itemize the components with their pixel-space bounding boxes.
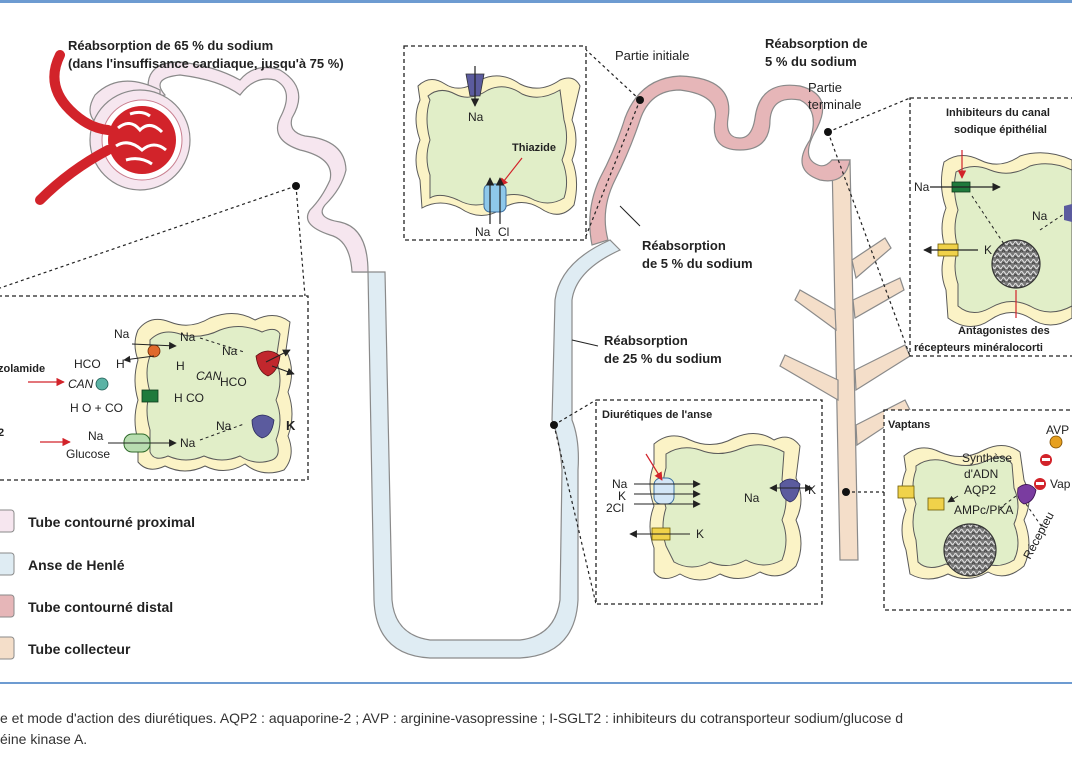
label-henle-2: de 25 % du sodium [604,351,722,366]
legend-label-distal: Tube contourné distal [28,599,173,615]
label-henle-1: Réabsorption [604,333,688,348]
legend-label-henle: Anse de Henlé [28,557,125,573]
prox-na-4: Na [88,429,104,443]
loop-title: Diurétiques de l'anse [602,409,712,421]
label-distal-top-2: 5 % du sodium [765,54,857,69]
prox-h2co3: H CO [174,391,204,405]
vaptans-vap: Vap [1050,477,1071,491]
legend: Tube contourné proximal Anse de Henlé Tu… [0,509,195,660]
label-distal-mid-2: de 5 % du sodium [642,256,753,271]
legend-swatch-proximal [0,509,15,533]
proximal-panel: Na Na Na HCO H H CAN CAN HCO H O + CO H … [0,295,309,481]
thiazide-cl-bottom: Cl [498,225,509,239]
enac-na-right: Na [1032,209,1048,223]
legend-item-distal: Tube contourné distal [0,594,173,618]
legend-item-henle: Anse de Henlé [0,552,125,576]
vaptans-synth-3: AQP2 [964,483,996,497]
caption-rule [0,682,1072,684]
legend-label-collector: Tube collecteur [28,641,131,657]
enac-k: K [984,243,992,257]
legend-item-collector: Tube collecteur [0,636,131,660]
vaptans-avp: AVP [1046,423,1069,437]
prox-left-label: zolamide [0,363,45,375]
prox-hco3: HCO [74,357,101,371]
enac-title-2: sodique épithélial [954,124,1047,136]
legend-swatch-collector [0,636,15,660]
thiazide-na-top: Na [468,110,484,124]
legend-swatch-distal [0,594,15,618]
loop-k: K [618,489,626,503]
prox-can-1: CAN [68,377,94,391]
prox-na-1: Na [114,327,130,341]
loop-k-bottom: K [696,527,704,541]
loop-cl: 2Cl [606,501,624,515]
label-partie-initiale: Partie initiale [615,48,689,63]
legend-swatch-henle [0,552,15,576]
prox-na-2: Na [180,330,196,344]
label-distal-mid-1: Réabsorption [642,238,726,253]
thiazide-na-bottom: Na [475,225,491,239]
vaptans-synth-1: Synthèse [962,451,1012,465]
enac-antag-1: Antagonistes des [958,325,1050,337]
prox-h2o: H O + CO [70,401,123,415]
caption-line-1: e et mode d'action des diurétiques. AQP2… [0,710,904,726]
prox-na-6: Na [216,419,232,433]
loop-diuretics-panel: Diurétiques de l'anse Na K 2Cl Na K K [595,399,823,605]
thiazide-panel: Na Thiazide Na Cl [403,45,587,241]
vaptans-synth-2: d'ADN [964,467,998,481]
label-proximal-2: (dans l'insuffisance cardiaque, jusqu'à … [68,56,344,71]
prox-k: K [286,418,296,433]
connector-dots [292,96,850,496]
prox-na-5: Na [180,436,196,450]
caption-line-2: éine kinase A. [0,731,88,747]
glomerulus [35,50,191,205]
prox-hco3-2: HCO [220,375,247,389]
nephron-diagram: Réabsorption de 65 % du sodium (dans l'i… [0,36,1072,660]
distal-tubule [589,75,851,246]
top-rule [0,0,1072,3]
prox-can-2: CAN [196,369,222,383]
label-proximal-1: Réabsorption de 65 % du sodium [68,38,273,53]
loop-k-r: K [808,483,816,497]
prox-h: H [116,357,125,371]
prox-h-2: H [176,359,185,373]
vaptans-panel: Vaptans AVP Vap Récepteu Synthèse d'ADN … [883,409,1072,611]
connector-lines [0,47,911,605]
figure-caption: e et mode d'action des diurétiques. AQP2… [0,708,1072,750]
prox-glucose: Glucose [66,447,110,461]
enac-title-1: Inhibiteurs du canal [946,107,1050,119]
enac-panel: Inhibiteurs du canal sodique épithélial … [909,97,1072,357]
enac-antag-2: récepteurs minéralocorti [914,342,1043,354]
loop-na: Na [612,477,628,491]
thiazide-label: Thiazide [512,142,556,154]
label-partie-terminale-2: terminale [808,97,861,112]
enac-na-left: Na [914,180,930,194]
vaptans-ampc: AMPc/PKA [954,503,1013,517]
legend-item-proximal: Tube contourné proximal [0,509,195,533]
label-partie-terminale-1: Partie [808,80,842,95]
vaptans-title: Vaptans [888,419,930,431]
loop-na-r: Na [744,491,760,505]
prox-na-3: Na [222,344,238,358]
legend-label-proximal: Tube contourné proximal [28,514,195,530]
loop-of-henle [352,239,622,659]
prox-left-2: 2 [0,427,4,439]
label-distal-top-1: Réabsorption de [765,36,868,51]
